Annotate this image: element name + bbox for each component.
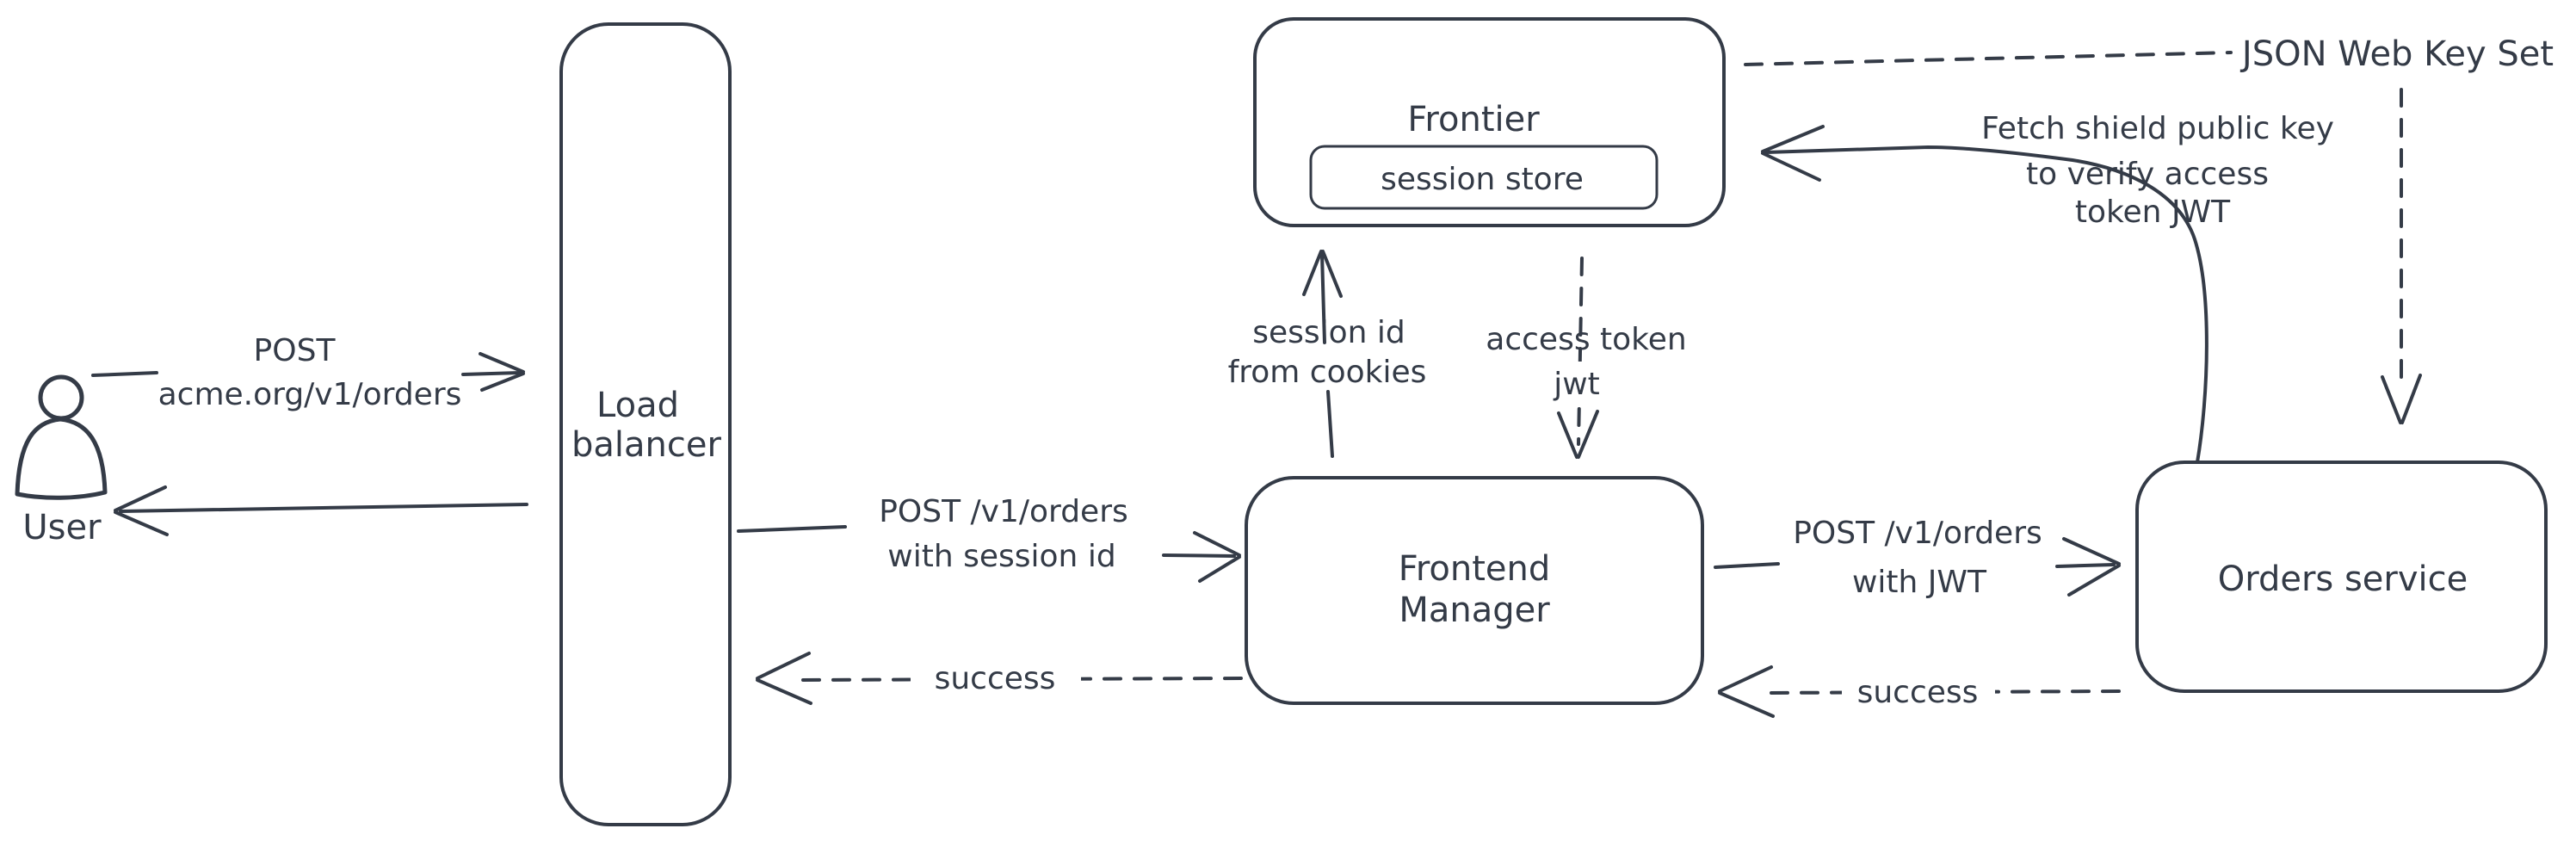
edge-label: to verify access xyxy=(2026,157,2269,192)
user-icon-body xyxy=(15,417,108,500)
label-background xyxy=(911,654,1081,701)
frontier-label: Frontier xyxy=(1407,100,1540,139)
edge-label-success: success xyxy=(935,661,1056,696)
edge-label: token JWT xyxy=(2075,195,2231,230)
arrow-shaft xyxy=(737,525,847,533)
arrowhead-right-icon xyxy=(479,352,525,392)
arrow-shaft xyxy=(2055,563,2116,568)
user-icon xyxy=(38,374,84,421)
orders-service-label: Orders service xyxy=(2218,560,2468,599)
arrowhead-down-icon xyxy=(1557,410,1599,459)
edge-lb-to-fm: POST /v1/orders with session id xyxy=(737,494,1241,583)
load-balancer-box xyxy=(559,22,732,826)
jwks-line-dashed xyxy=(1744,51,2233,66)
edge-label: session id xyxy=(1252,315,1405,350)
orders-service-box xyxy=(2135,461,2548,693)
arrowhead-left-icon xyxy=(1718,665,1775,718)
load-balancer-label-line1: Load xyxy=(596,386,679,425)
label-background xyxy=(1541,362,1618,401)
load-balancer-label-line2: balancer xyxy=(571,425,721,465)
edge-label: with JWT xyxy=(1852,565,1987,600)
edge-label: with session id xyxy=(887,539,1115,574)
arrowhead-right-icon xyxy=(1193,531,1241,583)
arrow-shaft-curved xyxy=(1764,145,2208,464)
jwks-label: JSON Web Key Set xyxy=(2239,34,2554,74)
edge-label: Fetch shield public key xyxy=(1981,111,2334,146)
edge-label-url: acme.org/v1/orders xyxy=(158,377,462,412)
arrow-shaft xyxy=(91,371,158,377)
edge-frontier-to-fm: access token jwt xyxy=(1486,257,1687,459)
arrowhead-left-icon xyxy=(1761,125,1825,182)
edge-label: jwt xyxy=(1553,367,1600,402)
arrow-shaft xyxy=(1326,390,1334,458)
frontend-manager-label-line1: Frontend xyxy=(1399,549,1551,589)
arrow-shaft xyxy=(119,503,528,513)
edge-user-to-lb: POST acme.org/v1/orders xyxy=(91,333,525,412)
user-label: User xyxy=(22,508,102,547)
arrowhead-right-icon xyxy=(2062,537,2121,597)
edge-label: access token xyxy=(1486,322,1686,357)
load-balancer-node: Load balancer xyxy=(559,22,732,826)
frontend-manager-node: Frontend Manager xyxy=(1245,476,1704,705)
edge-fm-to-frontier: session id from cookies xyxy=(1228,250,1427,458)
edge-label: POST /v1/orders xyxy=(879,494,1128,529)
arrowhead-down-icon xyxy=(2381,374,2422,424)
label-background xyxy=(1842,669,1995,714)
arrowhead-left-icon xyxy=(756,652,812,705)
frontend-manager-box xyxy=(1245,476,1704,705)
arrow-shaft-dashed xyxy=(1577,257,1584,446)
arrowhead-up-icon xyxy=(1302,250,1343,298)
edge-fm-to-lb-success: success xyxy=(756,652,1243,705)
frontier-box xyxy=(1253,17,1726,227)
edge-label-post: POST xyxy=(254,333,337,368)
arrow-shaft xyxy=(461,371,522,376)
arrow-shaft xyxy=(1714,562,1780,569)
frontend-manager-label-line2: Manager xyxy=(1399,590,1550,630)
session-store-label: session store xyxy=(1381,162,1584,197)
edge-fm-to-orders: POST /v1/orders with JWT xyxy=(1714,516,2121,600)
edge-label-success: success xyxy=(1857,675,1979,710)
jwks-annotation: JSON Web Key Set xyxy=(1744,34,2554,424)
arrow-shaft xyxy=(1162,553,1236,558)
user-node: User xyxy=(15,374,108,547)
orders-service-node: Orders service xyxy=(2135,461,2548,693)
session-store-box xyxy=(1309,145,1659,210)
edge-lb-to-user xyxy=(114,485,528,536)
edge-label: from cookies xyxy=(1228,355,1427,390)
frontier-node: Frontier session store xyxy=(1253,17,1726,227)
arrowhead-left-icon xyxy=(114,485,169,536)
edge-orders-to-fm-success: success xyxy=(1718,665,2121,718)
edge-label: POST /v1/orders xyxy=(1793,516,2042,551)
arrow-shaft xyxy=(1320,253,1326,344)
arrow-shaft-dashed xyxy=(1764,689,2121,695)
edge-orders-to-frontier: Fetch shield public key to verify access… xyxy=(1761,111,2334,464)
